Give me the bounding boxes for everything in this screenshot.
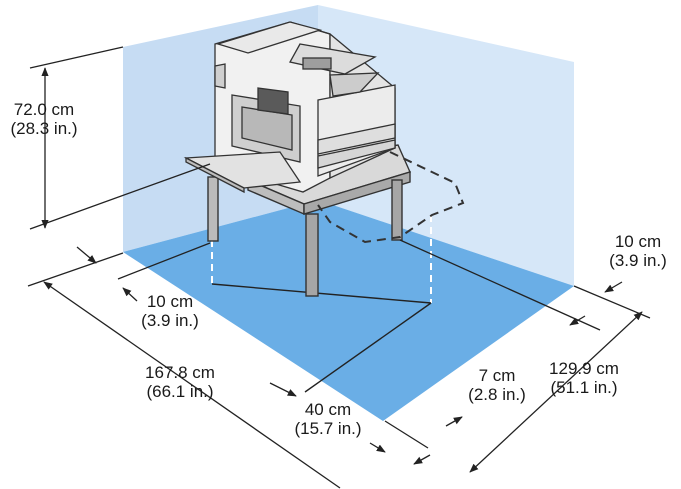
front-dimensions xyxy=(369,420,431,465)
front-clearance-label: 40 cm (15.7 in.) xyxy=(282,400,374,438)
depth-total-label: 167.8 cm (66.1 in.) xyxy=(130,363,230,401)
side-wall xyxy=(318,5,574,286)
height-dimension xyxy=(29,46,211,230)
left-clearance-imperial: (3.9 in.) xyxy=(141,311,199,330)
height-label: 72.0 cm (28.3 in.) xyxy=(0,100,88,138)
depth-total-metric: 167.8 cm xyxy=(145,363,215,382)
left-clearance-label: 10 cm (3.9 in.) xyxy=(128,292,212,330)
floor xyxy=(123,200,574,421)
footprint-line-front xyxy=(304,302,432,393)
front-clearance-imperial: (15.7 in.) xyxy=(294,419,362,438)
right-dimensions xyxy=(399,239,651,473)
width-total-metric: 129.9 cm xyxy=(549,359,619,378)
right-clearance-imperial: (3.9 in.) xyxy=(609,251,667,270)
left-dimensions xyxy=(27,242,341,489)
depth-total-imperial: (66.1 in.) xyxy=(146,382,214,401)
front-clearance-metric: 40 cm xyxy=(304,400,352,419)
left-clearance-metric: 10 cm xyxy=(146,292,194,311)
height-metric: 72.0 cm xyxy=(13,100,75,119)
rear-clearance-label: 7 cm (2.8 in.) xyxy=(455,366,539,404)
printer xyxy=(183,21,396,194)
rear-clearance-imperial: (2.8 in.) xyxy=(468,385,526,404)
floor-projection-lines xyxy=(211,215,432,303)
tray-clearance-outline xyxy=(317,151,465,244)
width-total-imperial: (51.1 in.) xyxy=(550,378,618,397)
right-clearance-label: 10 cm (3.9 in.) xyxy=(596,232,680,270)
height-imperial: (28.3 in.) xyxy=(10,119,78,138)
right-clearance-metric: 10 cm xyxy=(614,232,662,251)
footprint-line xyxy=(211,283,432,304)
width-total-label: 129.9 cm (51.1 in.) xyxy=(532,359,636,397)
rear-clearance-metric: 7 cm xyxy=(478,366,516,385)
